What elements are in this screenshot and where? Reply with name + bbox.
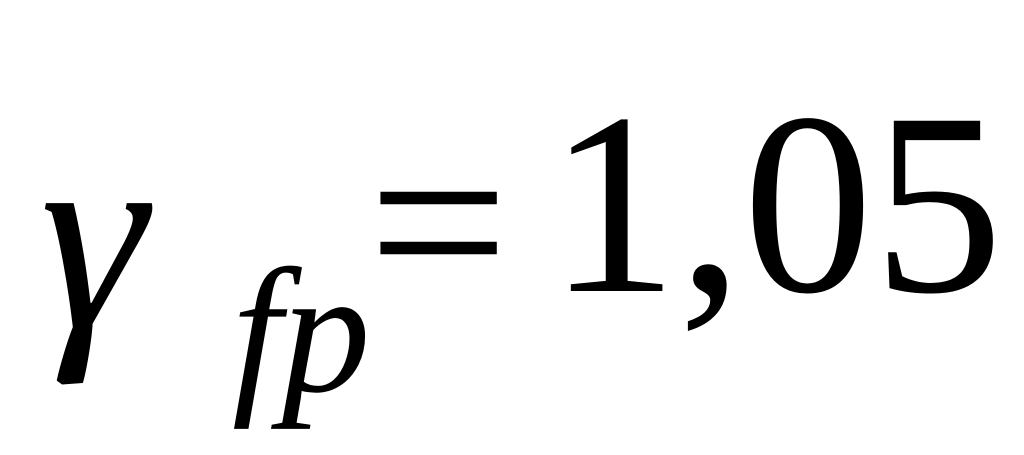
gamma-symbol: γ [40,87,147,386]
formula-value: 1,05 [548,60,1003,348]
formula-subscript: fp [232,232,371,430]
equals-sign: = [368,84,509,361]
